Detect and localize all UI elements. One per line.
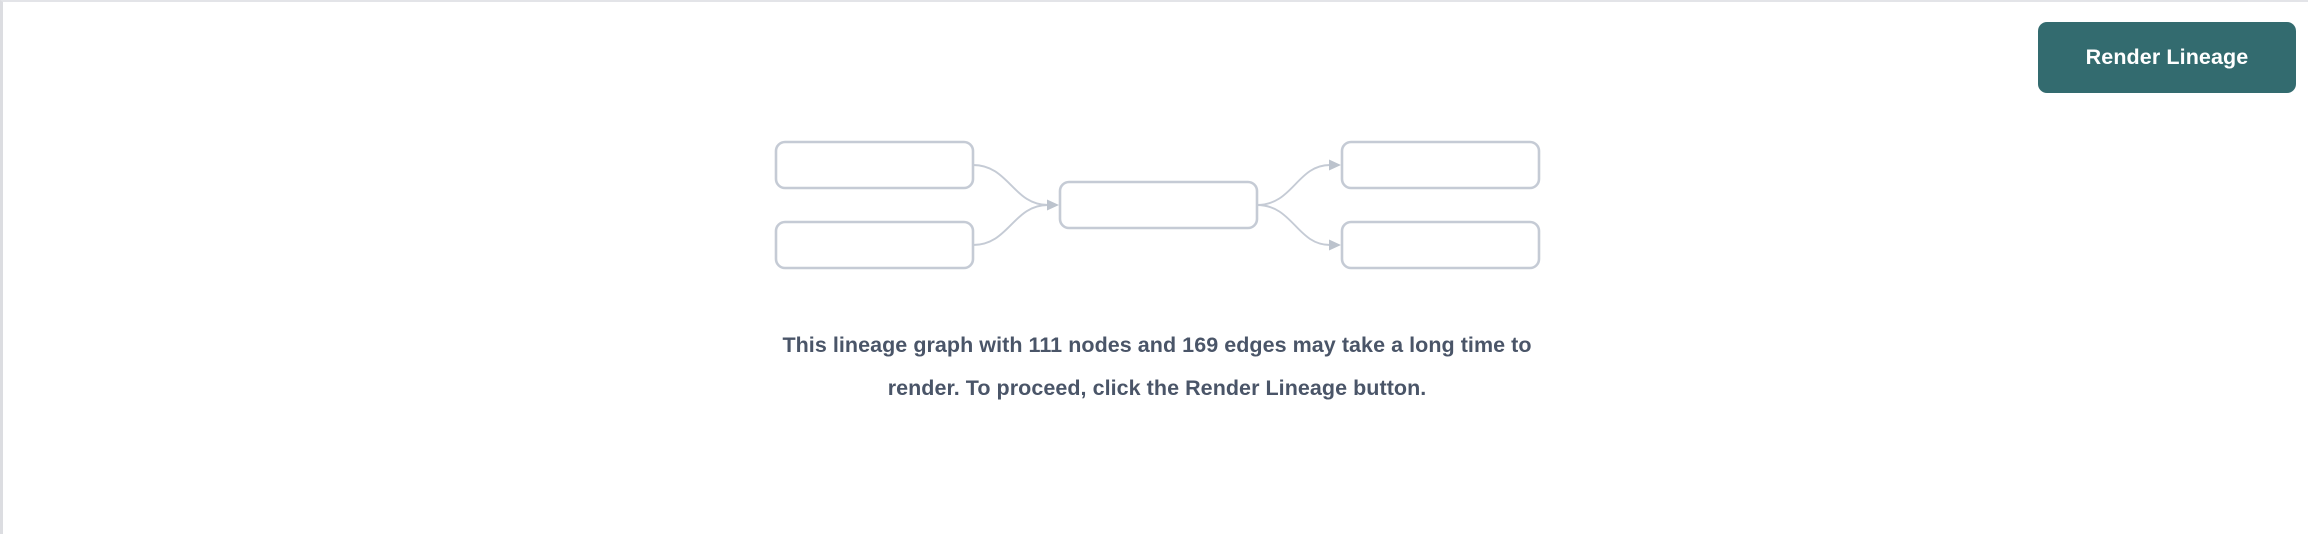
placeholder-node-upstream-1 <box>774 140 975 190</box>
lineage-placeholder-diagram <box>751 122 1571 287</box>
placeholder-node-downstream-1 <box>1340 140 1541 190</box>
edge-focus-to-downstream-2 <box>1256 204 1331 246</box>
render-lineage-button[interactable]: Render Lineage <box>2038 22 2296 93</box>
placeholder-node-upstream-2 <box>774 220 975 270</box>
edge-upstream-2-to-focus <box>972 204 1049 246</box>
placeholder-node-group <box>774 140 1541 270</box>
arrowhead-into-downstream-2 <box>1329 239 1341 251</box>
panel-toolbar: Render Lineage <box>3 2 2308 112</box>
lineage-placeholder-svg <box>774 140 1541 270</box>
placeholder-edge-group <box>972 159 1341 251</box>
placeholder-node-focus <box>1058 180 1259 230</box>
arrowhead-into-focus <box>1047 199 1059 211</box>
arrowhead-into-downstream-1 <box>1329 159 1341 171</box>
placeholder-node-downstream-2 <box>1340 220 1541 270</box>
lineage-empty-state: This lineage graph with 111 nodes and 16… <box>3 2 2308 536</box>
lineage-warning-message: This lineage graph with 111 nodes and 16… <box>782 333 1532 400</box>
edge-upstream-1-to-focus <box>972 164 1049 206</box>
edge-focus-to-downstream-1 <box>1256 164 1331 206</box>
